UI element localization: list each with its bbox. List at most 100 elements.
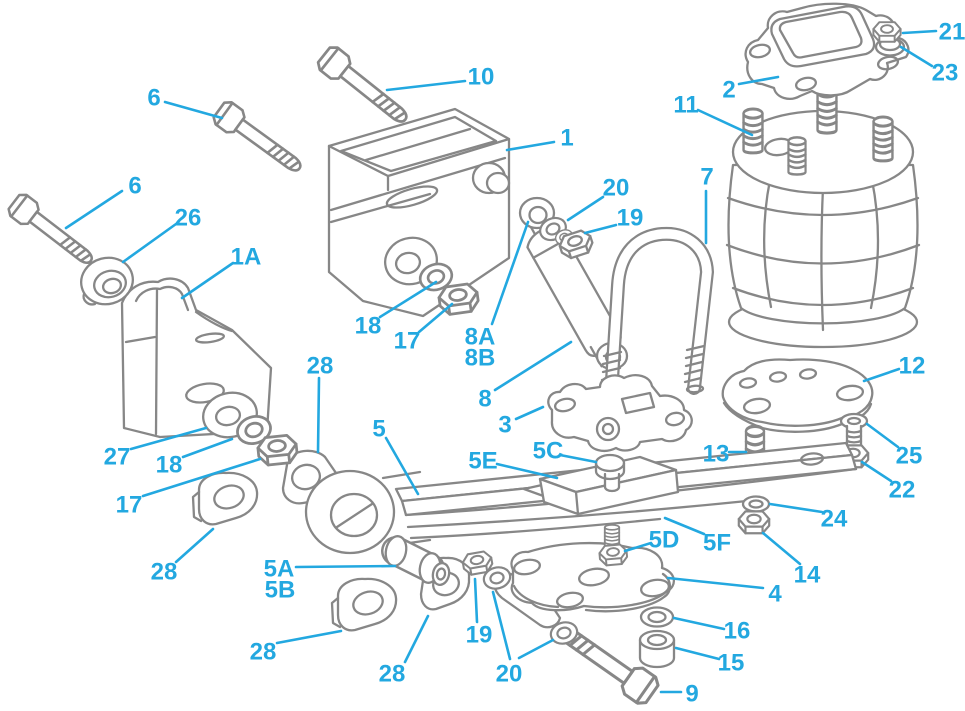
leader-line-19 bbox=[473, 577, 479, 624]
leader-line-2 bbox=[737, 75, 780, 86]
callout-label-20: 20 bbox=[496, 661, 523, 688]
callout-label-28: 28 bbox=[250, 639, 277, 666]
leader-line-5 bbox=[384, 436, 420, 496]
callout-label-28: 28 bbox=[307, 353, 334, 380]
callout-label-7: 7 bbox=[700, 164, 713, 191]
callout-label-17: 17 bbox=[116, 492, 143, 519]
callout-label-6: 6 bbox=[147, 85, 160, 112]
leader-line-17 bbox=[417, 302, 454, 334]
callout-label-4: 4 bbox=[768, 581, 782, 608]
upper-mount-plate bbox=[744, 2, 910, 100]
leader-line-11 bbox=[696, 108, 754, 137]
leader-line-24 bbox=[768, 502, 824, 514]
nut-17-lower bbox=[255, 433, 300, 468]
lower-plate-4 bbox=[510, 541, 675, 613]
leader-line-10 bbox=[385, 79, 467, 92]
bushing-28-bottom bbox=[330, 577, 398, 632]
leader-line-5E bbox=[495, 462, 559, 480]
callout-label-5F: 5F bbox=[703, 530, 731, 557]
callout-label-11: 11 bbox=[673, 92, 698, 119]
callout-label-13: 13 bbox=[703, 441, 730, 468]
callout-label-8B: 8B bbox=[465, 345, 496, 372]
washer-24 bbox=[741, 495, 771, 513]
bushing-28-left bbox=[191, 471, 259, 526]
leader-line-15 bbox=[674, 646, 721, 661]
leader-line-5F bbox=[663, 516, 706, 536]
callout-label-1A: 1A bbox=[231, 244, 262, 271]
callout-label-8: 8 bbox=[478, 386, 491, 413]
callout-label-23: 23 bbox=[932, 60, 959, 87]
callout-label-5B: 5B bbox=[265, 577, 296, 604]
leader-line-8A bbox=[490, 220, 530, 326]
callout-label-12: 12 bbox=[899, 353, 926, 380]
callout-label-1: 1 bbox=[560, 125, 573, 152]
upper-bracket bbox=[327, 107, 511, 318]
leader-line-18 bbox=[181, 437, 234, 459]
leader-line-5D bbox=[623, 541, 653, 553]
bolt-6-lower bbox=[4, 190, 101, 273]
bolt-5c bbox=[594, 453, 626, 493]
leader-line-1 bbox=[505, 140, 556, 152]
callout-label-21: 21 bbox=[939, 19, 965, 46]
grommet-26 bbox=[80, 256, 134, 306]
callout-label-5: 5 bbox=[372, 416, 385, 443]
leader-line-4 bbox=[666, 576, 765, 590]
callout-label-2: 2 bbox=[722, 77, 735, 104]
leader-line-26 bbox=[121, 222, 178, 264]
callout-label-10: 10 bbox=[468, 64, 495, 91]
callout-label-5D: 5D bbox=[649, 527, 680, 554]
leader-line-5A bbox=[294, 564, 397, 569]
leader-line-28 bbox=[316, 376, 321, 454]
callout-label-18: 18 bbox=[355, 313, 382, 340]
leader-line-27 bbox=[129, 426, 208, 451]
leader-line-23 bbox=[899, 45, 934, 68]
callout-label-17: 17 bbox=[394, 328, 421, 355]
callout-label-14: 14 bbox=[794, 562, 821, 589]
leader-line-14 bbox=[761, 531, 802, 566]
callout-label-26: 26 bbox=[175, 205, 202, 232]
leader-line-5C bbox=[558, 453, 598, 464]
callout-label-25: 25 bbox=[896, 443, 923, 470]
callout-label-6: 6 bbox=[128, 173, 141, 200]
leader-line-28 bbox=[403, 614, 430, 664]
line-art-layer bbox=[4, 2, 921, 709]
leader-line-1A bbox=[180, 261, 235, 300]
callout-label-27: 27 bbox=[104, 444, 131, 471]
leader-line-28 bbox=[275, 629, 343, 645]
callout-label-20: 20 bbox=[603, 175, 630, 202]
callout-label-5E: 5E bbox=[468, 448, 497, 475]
washer-25 bbox=[839, 412, 869, 430]
callout-label-19: 19 bbox=[617, 205, 644, 232]
rear-upper-plate bbox=[721, 358, 874, 433]
callout-label-3: 3 bbox=[498, 412, 511, 439]
leader-line-16 bbox=[672, 616, 726, 631]
leader-line-21 bbox=[901, 29, 938, 35]
callout-label-18: 18 bbox=[156, 452, 183, 479]
callout-label-5A: 5A bbox=[264, 556, 295, 583]
bolt-6-upper bbox=[209, 97, 309, 181]
callout-label-5C: 5C bbox=[533, 438, 564, 465]
callout-label-24: 24 bbox=[821, 506, 848, 533]
callout-label-15: 15 bbox=[718, 650, 745, 677]
nut-21 bbox=[872, 21, 902, 43]
leader-line-18 bbox=[378, 280, 438, 319]
leader-line-20 bbox=[517, 638, 555, 660]
callout-label-28: 28 bbox=[151, 559, 178, 586]
nut-14 bbox=[737, 510, 771, 535]
washer-16 bbox=[639, 606, 675, 628]
leader-line-19 bbox=[583, 223, 618, 235]
air-spring-bellows bbox=[725, 85, 921, 349]
leader-line-17 bbox=[141, 457, 262, 498]
leader-line-8 bbox=[493, 340, 573, 392]
leader-line-28 bbox=[174, 527, 215, 564]
leader-line-25 bbox=[865, 422, 900, 449]
leader-line-12 bbox=[862, 367, 901, 383]
callout-label-16: 16 bbox=[724, 618, 751, 645]
callout-label-28: 28 bbox=[379, 661, 406, 688]
callout-label-19: 19 bbox=[466, 622, 493, 649]
callout-label-9: 9 bbox=[685, 681, 698, 708]
callout-label-8A: 8A bbox=[465, 324, 496, 351]
